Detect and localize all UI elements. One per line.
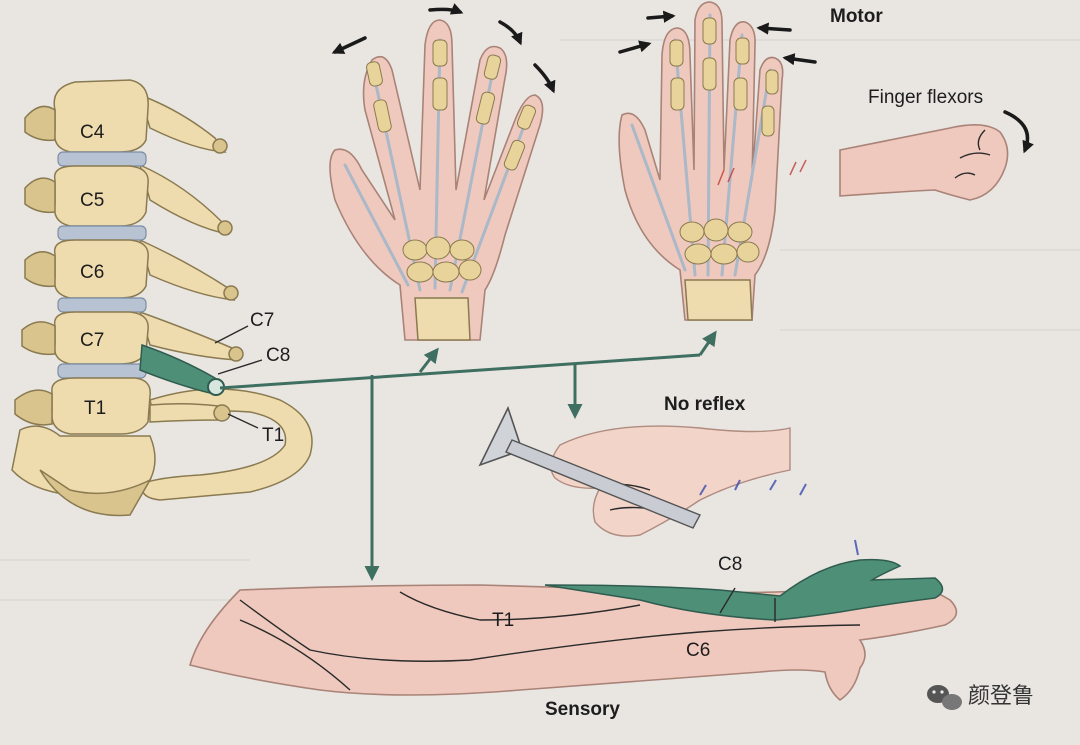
motor-arrow-finger-flexion: [698, 330, 717, 356]
leader-dermatome-c8: [719, 587, 736, 614]
nerve-root-stubs: [138, 93, 244, 362]
flexion-arrow: [1003, 110, 1034, 154]
first-rib: [11, 388, 313, 517]
background-texture: [0, 39, 1080, 601]
carpals-left: [402, 236, 482, 283]
reflex-hammer: [478, 405, 701, 529]
vertebral-bodies: [51, 79, 151, 435]
label-c5: C5: [80, 190, 104, 211]
label-t1-root: T1: [262, 425, 284, 446]
main-pathway: [219, 353, 701, 390]
hand-finger-adduction: [618, 1, 807, 321]
carpals-right: [679, 218, 760, 265]
fist-finger-flexors: [839, 110, 1034, 201]
label-c6: C6: [80, 262, 104, 283]
watermark: 颜登鲁: [927, 684, 1034, 710]
posterior-elements: [14, 105, 56, 426]
label-motor: Motor: [830, 6, 883, 27]
label-c8-root: C8: [266, 345, 290, 366]
label-c7-root: C7: [250, 310, 274, 331]
c8-dermatome: [544, 558, 944, 621]
reflex-test: [478, 405, 859, 556]
leader-t1: [227, 413, 259, 429]
arm-dermatomes: [189, 558, 958, 701]
leader-c7: [214, 325, 249, 344]
nerve-pathways: [219, 330, 717, 581]
label-no-reflex: No reflex: [664, 394, 746, 415]
c8-nerve-root-highlight: [139, 343, 225, 396]
abduction-arrows: [331, 3, 556, 94]
cervical-spine: C4 C5 C6 C7 T1 C7 C8 T1: [11, 79, 313, 517]
label-dermatome-c8: C8: [718, 554, 742, 575]
motor-arrow-finger-abduction: [418, 347, 439, 373]
hand-finger-abduction: [329, 19, 544, 341]
label-dermatome-t1: T1: [492, 610, 514, 631]
label-c7-vertebra: C7: [80, 330, 104, 351]
wechat-icon: [927, 685, 962, 710]
label-c4: C4: [80, 122, 105, 143]
watermark-text: 颜登鲁: [968, 684, 1034, 709]
label-dermatome-c6: C6: [686, 640, 710, 661]
label-finger-flexors: Finger flexors: [868, 87, 983, 108]
label-t1-vertebra: T1: [84, 398, 106, 419]
adduction-arrows: [618, 10, 817, 66]
leader-c8: [217, 359, 263, 375]
label-sensory: Sensory: [545, 699, 620, 720]
t1-nerve-root: [149, 402, 231, 423]
